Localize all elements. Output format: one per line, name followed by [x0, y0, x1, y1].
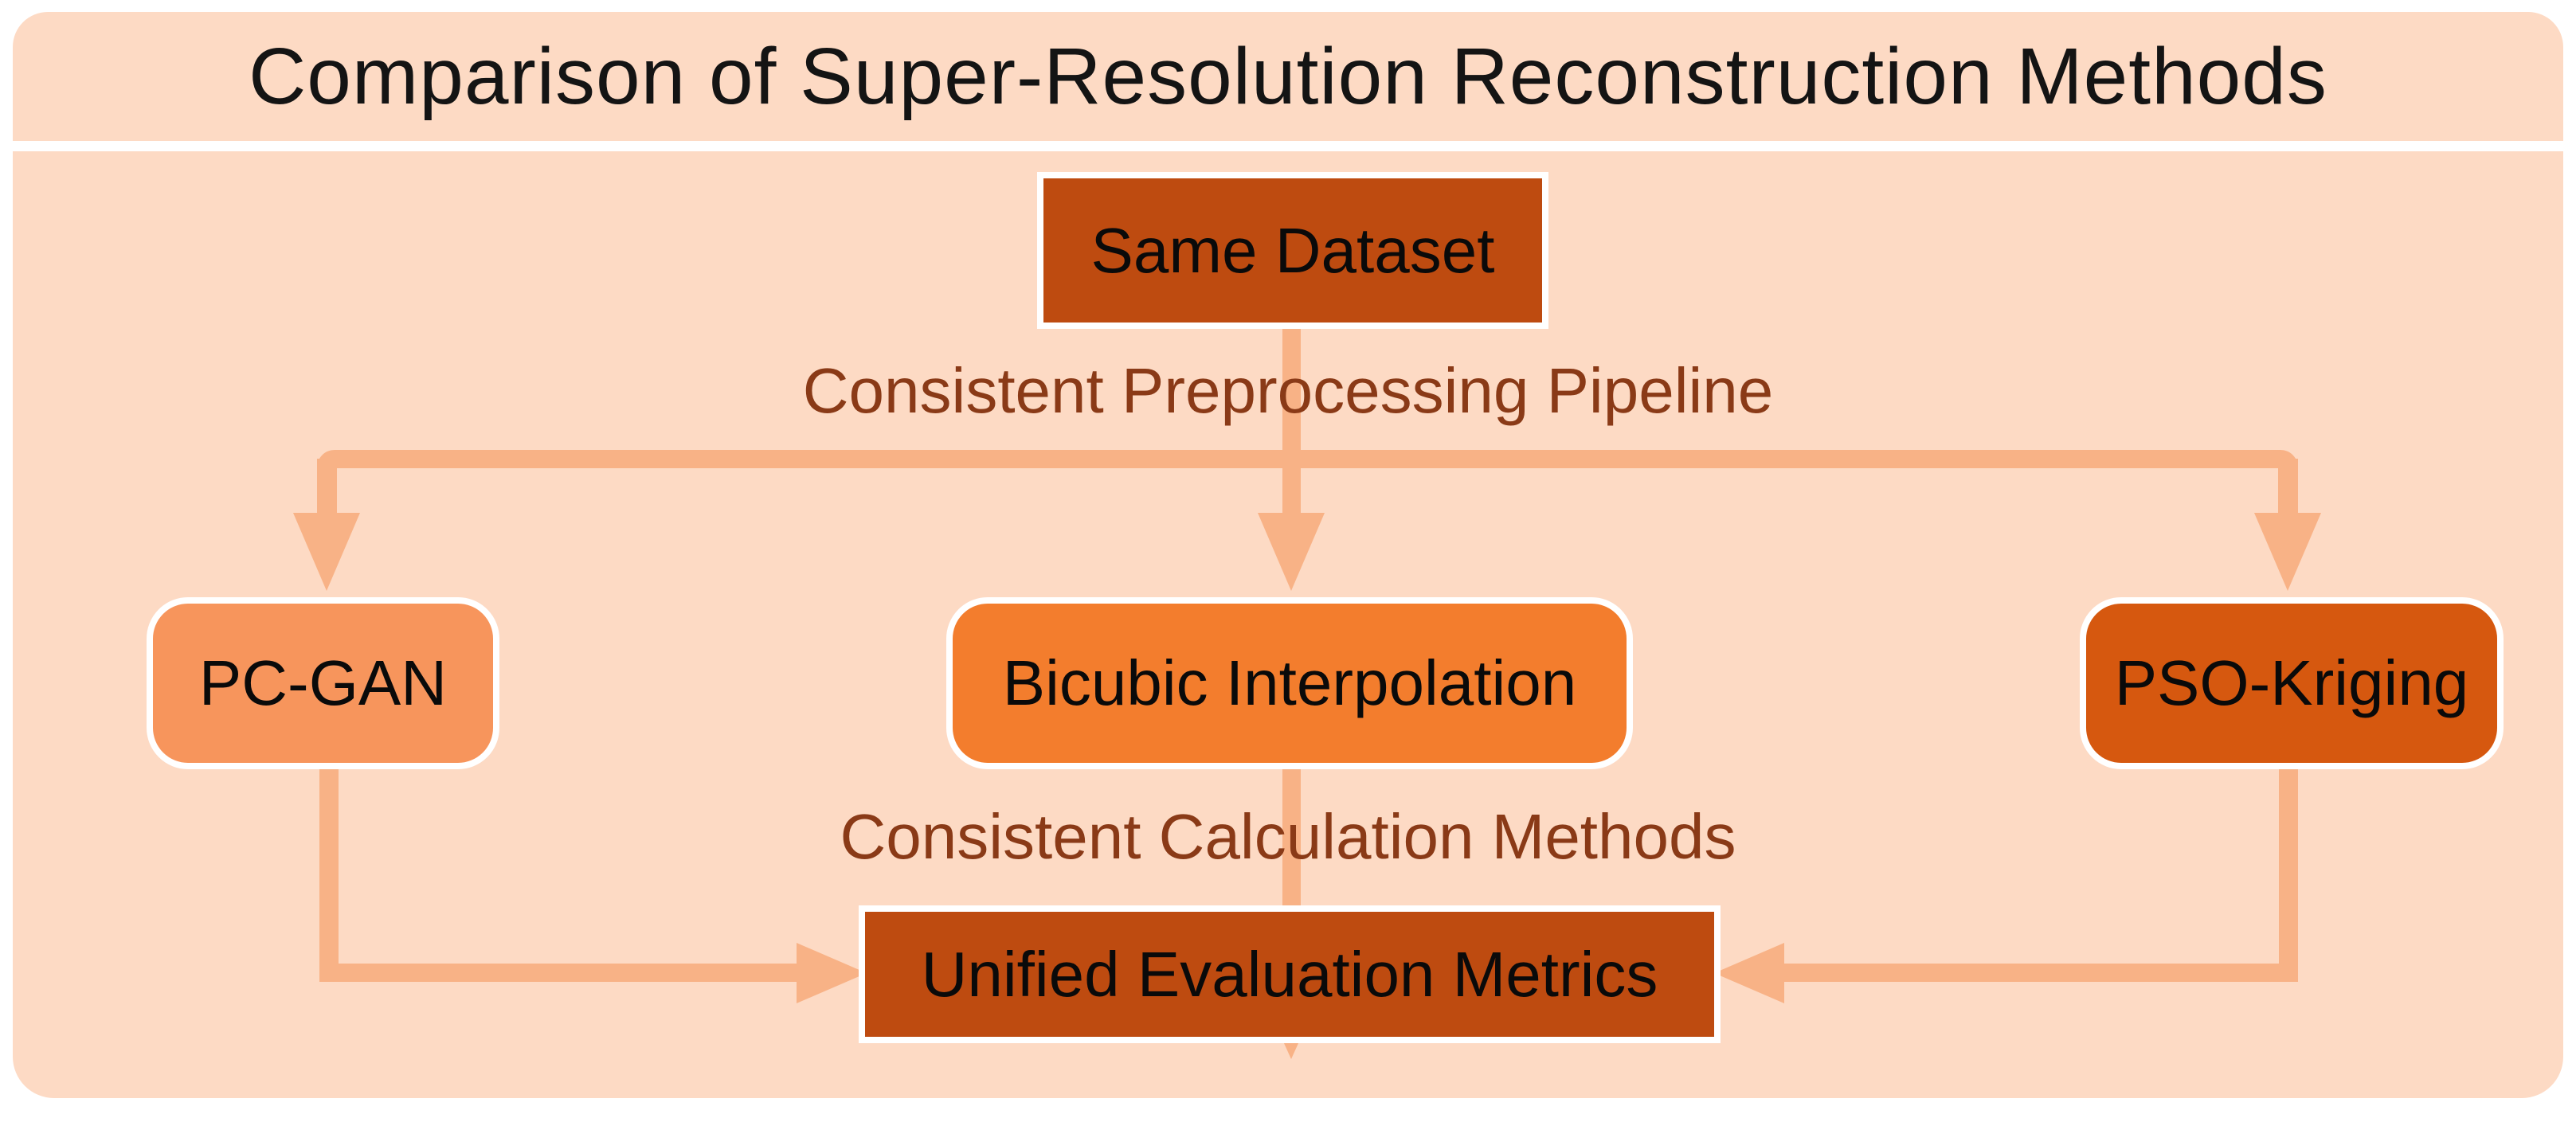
node-unified-metrics: Unified Evaluation Metrics — [859, 905, 1721, 1043]
connector-pcgan-elbow — [319, 964, 798, 982]
arrowhead-down-left-icon — [293, 513, 360, 591]
connector-pso-elbow — [1778, 964, 2298, 982]
node-same-dataset: Same Dataset — [1037, 172, 1548, 329]
connector-pcgan-down-stem — [319, 764, 339, 982]
connector-distribution-line — [317, 450, 2298, 468]
node-pso-kriging: PSO-Kriging — [2080, 597, 2504, 769]
arrowhead-down-right-icon — [2254, 513, 2321, 591]
label-calculation: Consistent Calculation Methods — [840, 801, 1736, 872]
node-bicubic-interpolation: Bicubic Interpolation — [946, 597, 1633, 769]
node-pc-gan: PC-GAN — [147, 597, 499, 769]
connector-pso-down-stem — [2279, 764, 2298, 982]
connector-left-stem — [317, 459, 337, 514]
title-band: Comparison of Super-Resolution Reconstru… — [13, 12, 2563, 141]
node-unified-metrics-label: Unified Evaluation Metrics — [921, 938, 1658, 1010]
node-pc-gan-label: PC-GAN — [198, 647, 448, 718]
node-bicubic-label: Bicubic Interpolation — [1002, 647, 1577, 718]
node-same-dataset-label: Same Dataset — [1090, 214, 1495, 286]
arrowhead-down-center-icon — [1258, 513, 1325, 591]
connector-right-stem — [2278, 459, 2298, 514]
node-pso-kriging-label: PSO-Kriging — [2114, 647, 2469, 718]
label-preprocessing: Consistent Preprocessing Pipeline — [802, 355, 1774, 426]
arrowhead-right-icon — [797, 943, 867, 1003]
page-title: Comparison of Super-Resolution Reconstru… — [249, 31, 2327, 121]
arrowhead-left-icon — [1714, 943, 1784, 1003]
